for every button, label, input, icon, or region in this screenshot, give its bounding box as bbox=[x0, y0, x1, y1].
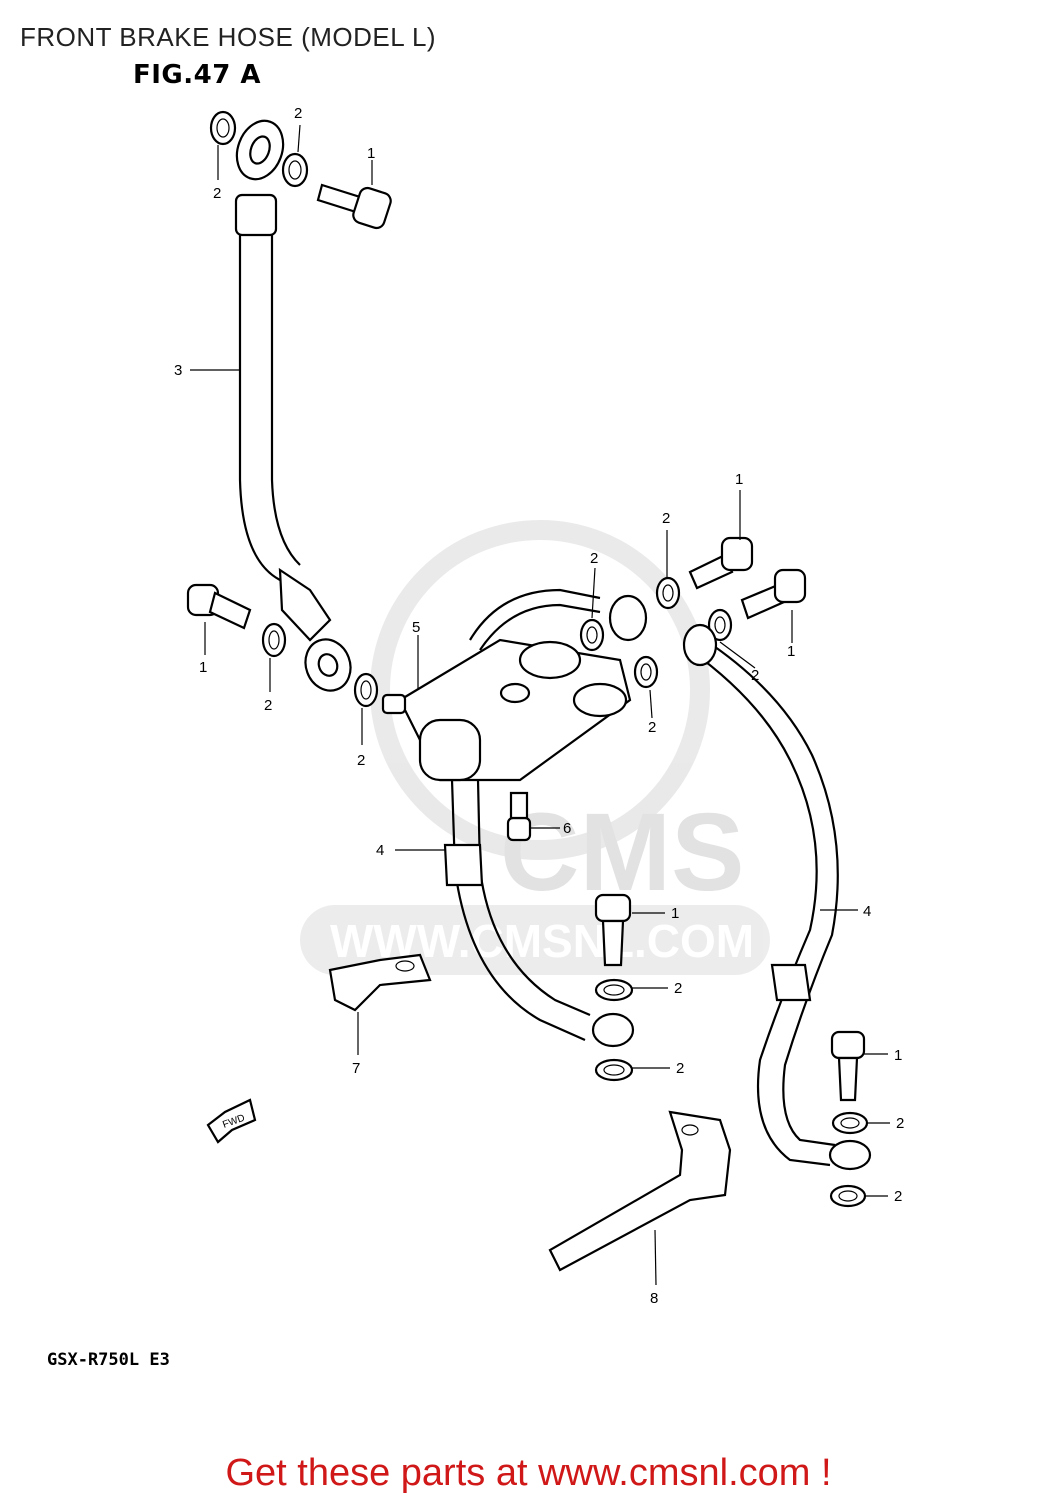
callout-numbers: 2 2 1 3 1 2 2 5 2 2 2 1 1 2 4 6 1 2 4 2 … bbox=[174, 105, 904, 1307]
callout: 1 bbox=[735, 471, 743, 488]
joint-bolt bbox=[506, 791, 532, 842]
page-title: FRONT BRAKE HOSE (MODEL L) bbox=[20, 22, 437, 52]
callout: 1 bbox=[199, 659, 207, 676]
figure-label: FIG.47 A bbox=[133, 60, 262, 90]
callout: 4 bbox=[863, 903, 871, 920]
callout: 1 bbox=[367, 145, 375, 162]
model-code: GSX-R750L E3 bbox=[47, 1350, 170, 1370]
callout: 2 bbox=[590, 550, 598, 567]
banjo-bolts bbox=[186, 183, 866, 1102]
callout: 4 bbox=[376, 842, 384, 859]
callout: 2 bbox=[294, 105, 302, 122]
cta-link[interactable]: Get these parts at www.cmsnl.com ! bbox=[225, 1452, 832, 1494]
hose-bracket-8 bbox=[548, 1110, 732, 1272]
callout: 1 bbox=[787, 643, 795, 660]
leader-lines bbox=[190, 124, 890, 1286]
callout: 2 bbox=[357, 752, 365, 769]
callout: 2 bbox=[894, 1188, 902, 1205]
callout: 7 bbox=[352, 1060, 360, 1077]
callout: 8 bbox=[650, 1290, 658, 1307]
callout: 2 bbox=[264, 697, 272, 714]
callout: 2 bbox=[751, 667, 759, 684]
callout: 2 bbox=[213, 185, 221, 202]
washers bbox=[209, 110, 869, 1208]
callout: 5 bbox=[412, 619, 420, 636]
callout: 2 bbox=[662, 510, 670, 527]
right-lower-hose bbox=[682, 623, 872, 1171]
callout: 2 bbox=[648, 719, 656, 736]
callout: 2 bbox=[896, 1115, 904, 1132]
left-lower-hose bbox=[443, 779, 635, 1048]
watermark-brand: CMS bbox=[500, 791, 744, 914]
upper-brake-hose bbox=[234, 119, 352, 692]
callout: 2 bbox=[674, 980, 682, 997]
callout: 1 bbox=[894, 1047, 902, 1064]
callout: 1 bbox=[671, 905, 679, 922]
callout: 3 bbox=[174, 362, 182, 379]
callout: 2 bbox=[676, 1060, 684, 1077]
callout: 6 bbox=[563, 820, 571, 837]
brake-hose-joint bbox=[381, 588, 648, 782]
hose-clamp-7 bbox=[328, 953, 432, 1012]
forward-arrow-icon: FWD bbox=[206, 1098, 257, 1144]
